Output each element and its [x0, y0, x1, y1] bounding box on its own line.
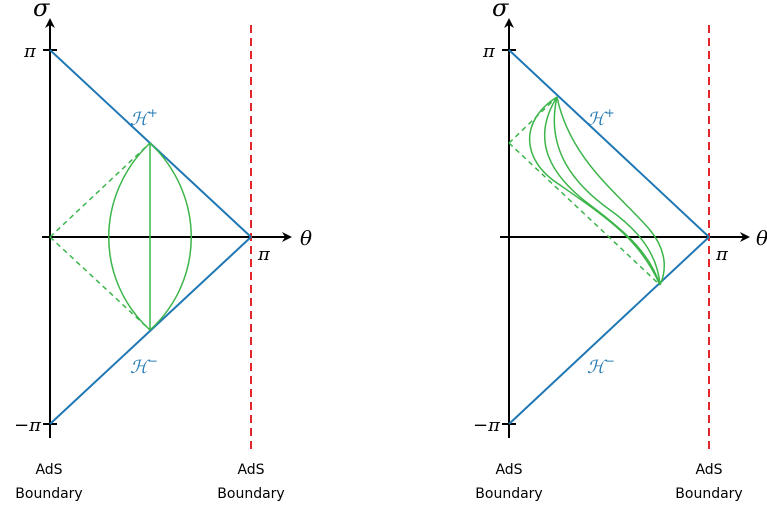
left-boundary-label-1: Boundary — [15, 486, 82, 502]
left-dashed-upper — [49, 142, 151, 238]
left-sigma-label: σ — [33, 0, 50, 22]
right-dashed-lower — [508, 142, 661, 286]
left-theta-label: θ — [300, 226, 312, 250]
right-ads-label-1: AdS — [495, 462, 522, 478]
right-geodesic-4 — [556, 96, 665, 286]
right-boundary-label-1: Boundary — [475, 486, 542, 502]
left-geodesic-curve-right — [149, 142, 192, 331]
left-geodesic-curve-left — [108, 142, 151, 331]
right-dashed-upper — [508, 96, 558, 144]
left-h-minus-label: ℋ− — [130, 354, 158, 378]
right-horizon-minus — [508, 236, 710, 425]
left-ads-label-2: AdS — [237, 462, 264, 478]
right-theta-label: θ — [756, 226, 767, 250]
left-ads-label-1: AdS — [35, 462, 62, 478]
left-diagram: σ θ π −π π ℋ+ ℋ− AdS Boundary AdS Bounda… — [14, 0, 312, 502]
right-horizon-plus — [508, 49, 710, 238]
right-sigma-label: σ — [492, 0, 509, 22]
right-geodesic-1 — [528, 96, 661, 286]
left-dashed-lower — [49, 236, 151, 331]
left-minus-pi-label: −π — [14, 415, 42, 436]
right-geodesic-3 — [553, 96, 661, 286]
right-h-minus-label: ℋ− — [587, 354, 615, 378]
right-pi-label-x: π — [715, 244, 729, 265]
right-geodesic-2 — [543, 96, 661, 286]
left-pi-label-x: π — [257, 244, 271, 265]
left-h-plus-label: ℋ+ — [130, 106, 158, 130]
right-pi-label-y: π — [482, 41, 496, 62]
right-minus-pi-label: −π — [473, 415, 501, 436]
right-ads-label-2: AdS — [695, 462, 722, 478]
right-boundary-label-2: Boundary — [675, 486, 742, 502]
left-pi-label-y: π — [23, 41, 37, 62]
right-h-plus-label: ℋ+ — [587, 106, 615, 130]
right-diagram: σ θ π −π π ℋ+ ℋ− AdS Boundary AdS Bounda… — [473, 0, 767, 502]
left-boundary-label-2: Boundary — [217, 486, 284, 502]
